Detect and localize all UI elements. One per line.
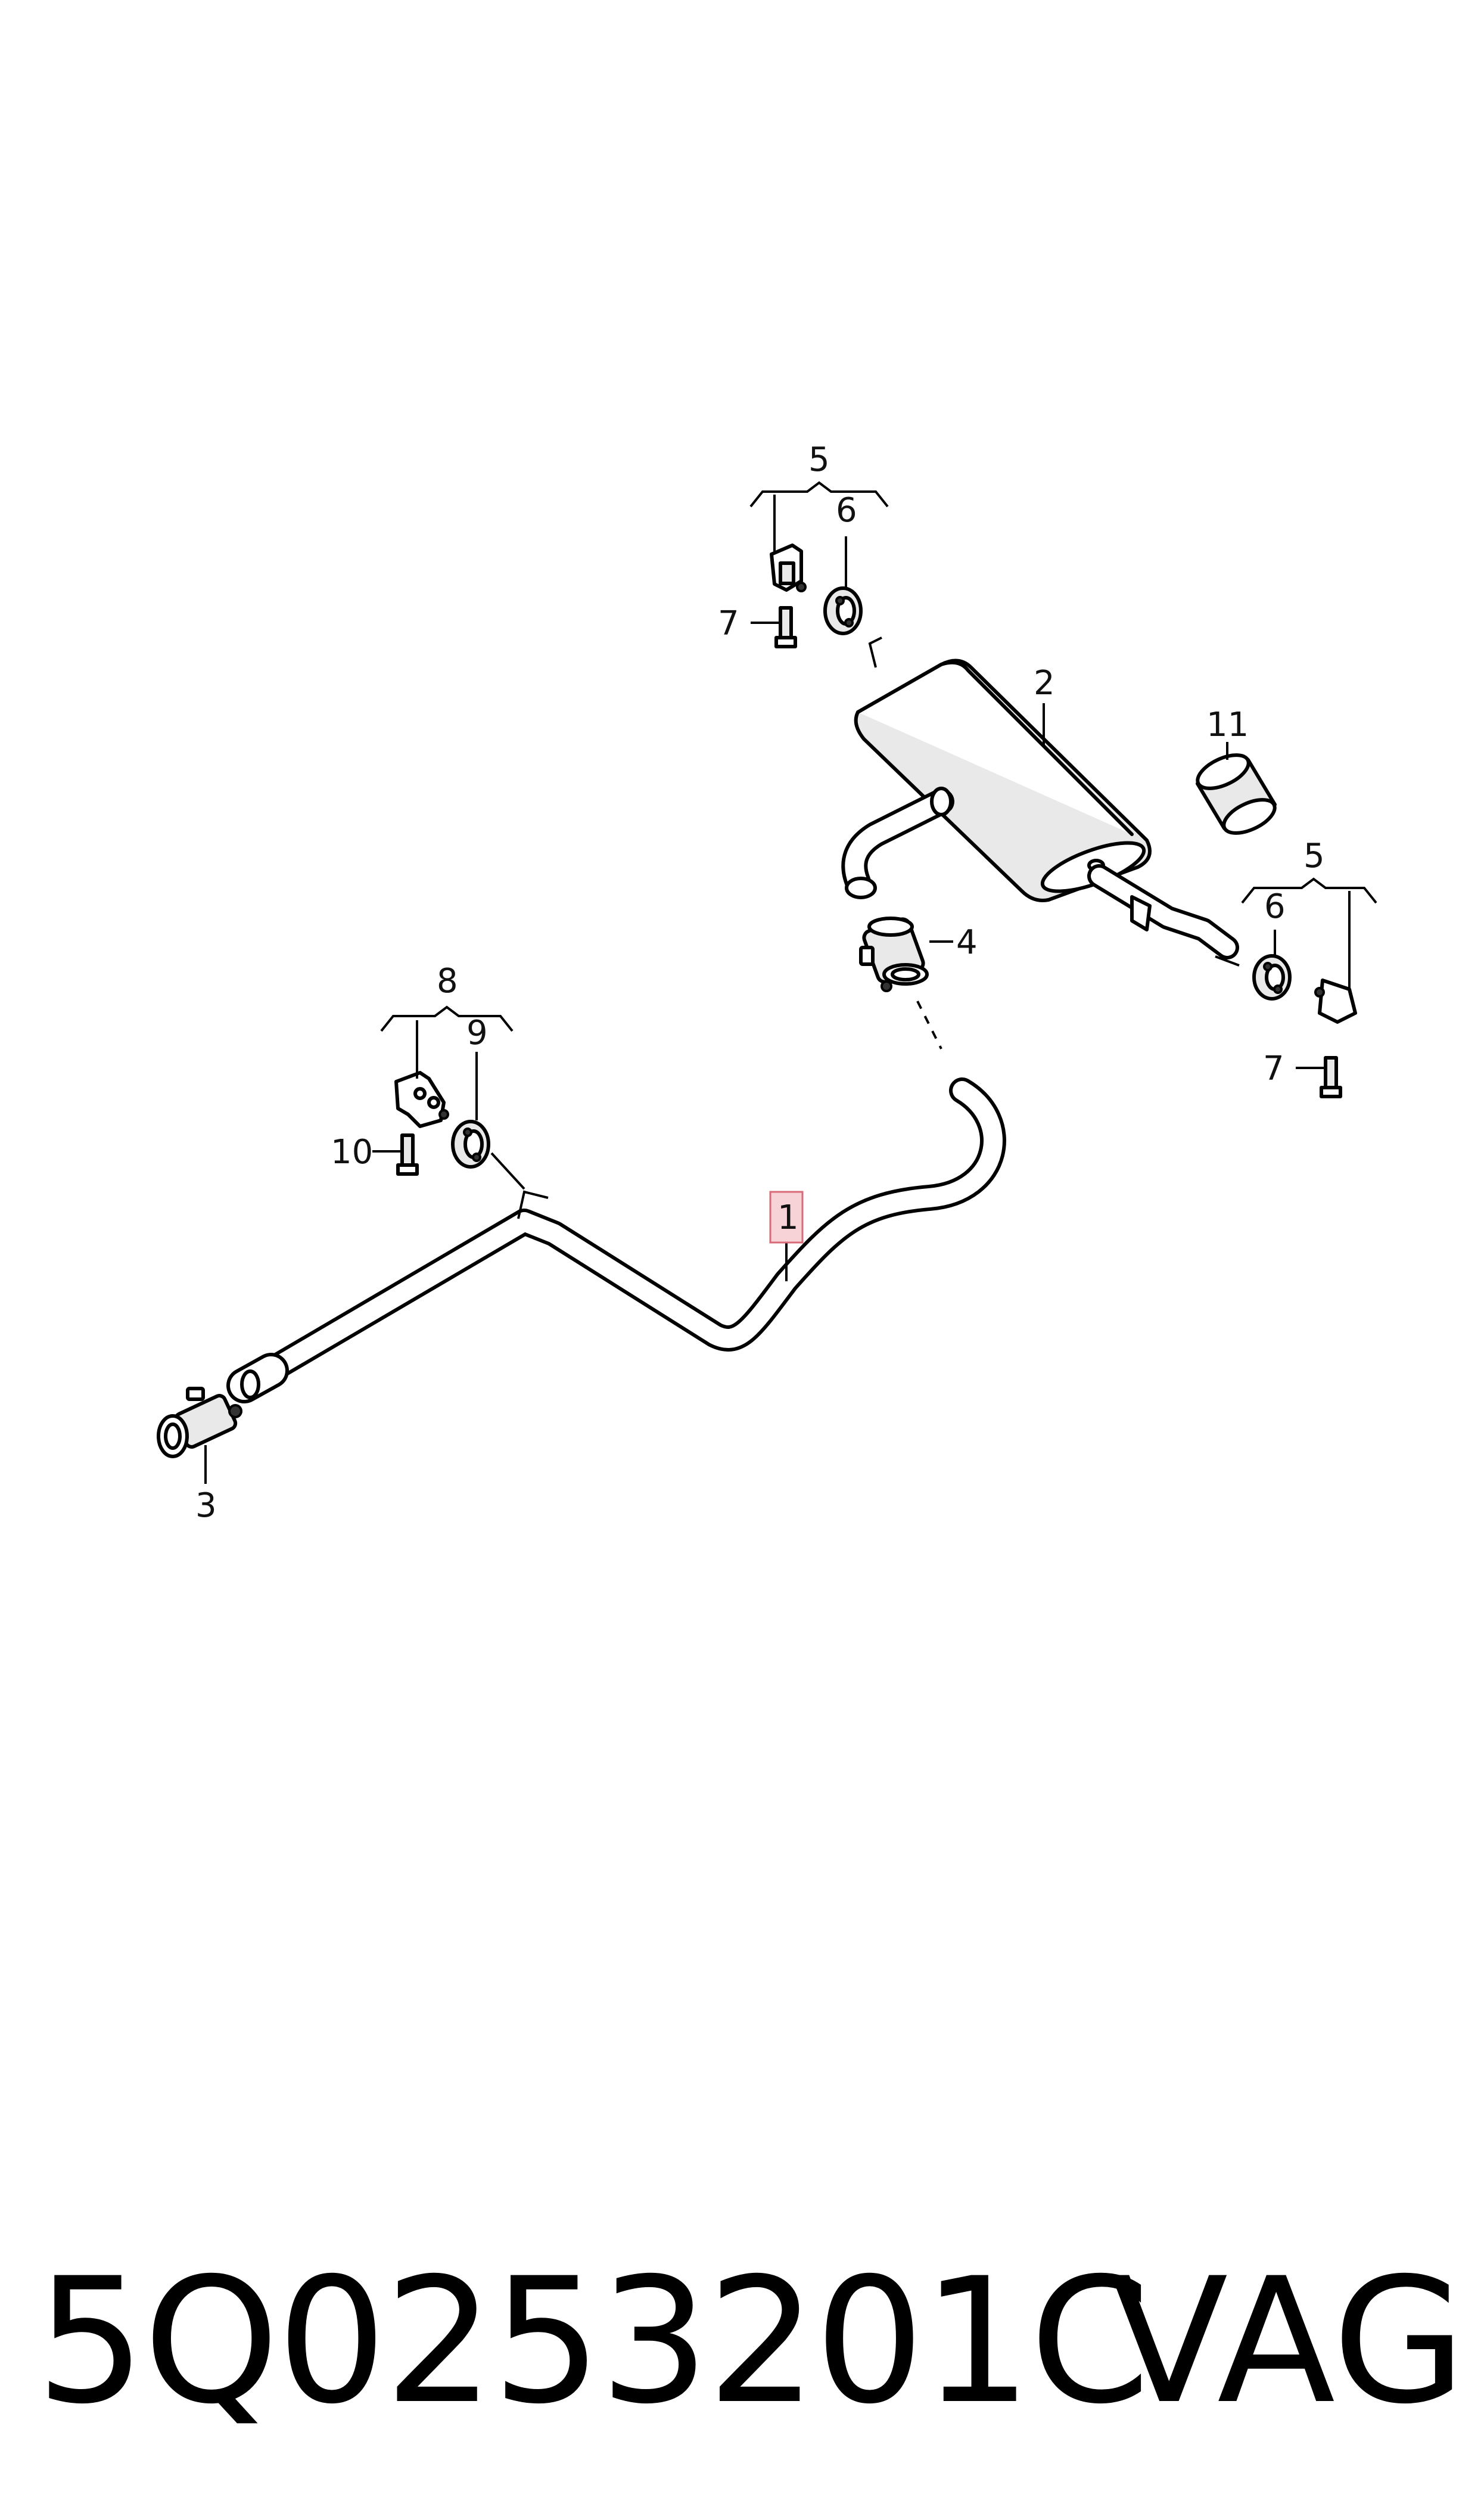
- callout-1[interactable]: 1: [777, 1198, 799, 1237]
- callout-8[interactable]: 8: [437, 962, 458, 1001]
- callout-9[interactable]: 9: [466, 1014, 488, 1052]
- callout-7-right[interactable]: 7: [1263, 1049, 1284, 1088]
- leader-lines: [204, 481, 1377, 1484]
- callout-10[interactable]: 10: [331, 1133, 373, 1172]
- rubber-mount-part-6-right[interactable]: [1252, 954, 1292, 1001]
- clamp-part-3[interactable]: [157, 1387, 242, 1458]
- callout-11[interactable]: 11: [1206, 706, 1249, 744]
- footer: 5Q0253201C VAG: [0, 2253, 1484, 2431]
- callout-3[interactable]: 3: [195, 1486, 217, 1525]
- sleeve-part-11[interactable]: [1193, 748, 1280, 840]
- callout-4[interactable]: 4: [956, 923, 978, 962]
- callout-5-right[interactable]: 5: [1303, 837, 1325, 875]
- bolt-part-7-top[interactable]: [774, 606, 797, 648]
- bolt-part-7-right[interactable]: [1320, 1056, 1342, 1098]
- callout-labels: 1 2 3 4 5 6 7 5 6 7 8 9 10 11: [195, 440, 1325, 1525]
- exhaust-parts-diagram: 1 2 3 4 5 6 7 5 6 7 8 9 10 11: [157, 440, 1377, 1525]
- bolt-part-10[interactable]: [396, 1133, 419, 1176]
- bracket-part-5-top[interactable]: [770, 543, 807, 592]
- callout-2[interactable]: 2: [1034, 664, 1055, 703]
- callout-7-top[interactable]: 7: [718, 604, 739, 643]
- callout-6-right[interactable]: 6: [1264, 887, 1286, 926]
- clamp-part-4[interactable]: [859, 917, 929, 992]
- callout-6-top[interactable]: 6: [836, 491, 857, 530]
- bracket-part-5-right[interactable]: [1314, 979, 1357, 1024]
- rear-silencer-part-2[interactable]: [841, 636, 1240, 967]
- exhaust-pipe-part-1[interactable]: [226, 1001, 1006, 1403]
- brand-label: VAG: [1110, 2241, 1466, 2442]
- callout-5-top[interactable]: 5: [808, 440, 830, 479]
- rubber-mount-part-6-top[interactable]: [823, 586, 863, 635]
- bracket-part-8[interactable]: [394, 1071, 449, 1128]
- highlight-box-1: [769, 1191, 804, 1244]
- part-number: 5Q0253201C: [36, 2241, 1150, 2442]
- rubber-mount-part-9[interactable]: [451, 1120, 525, 1190]
